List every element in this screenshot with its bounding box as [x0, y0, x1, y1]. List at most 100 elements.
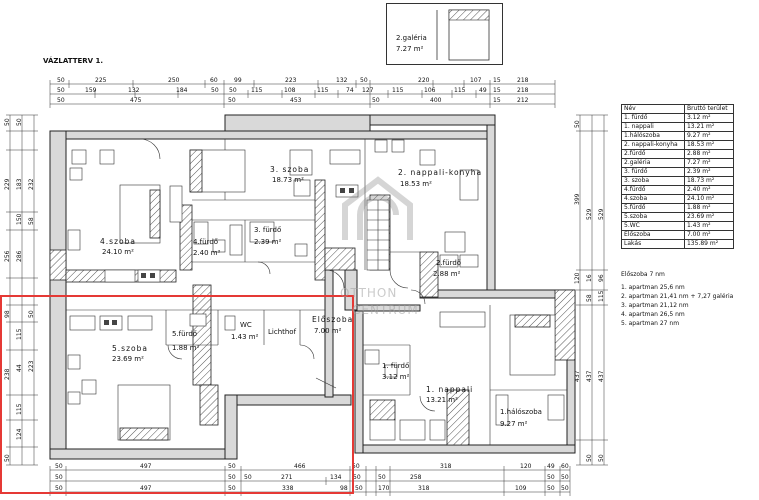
dim-label: 115 — [454, 87, 466, 94]
interior-partitions — [66, 139, 567, 445]
table-cell-area: 135.89 m² — [683, 239, 735, 249]
dim-label: 58 — [586, 294, 593, 302]
dim-label: 106 — [424, 87, 436, 94]
left-dimensions: 50 50 229 183 232 58 150 256 286 98 50 1… — [4, 114, 38, 466]
dim-label: 50 — [244, 474, 252, 481]
dim-label: 50 — [229, 87, 237, 94]
dim-label: 50 — [574, 120, 581, 128]
dim-label: 271 — [281, 474, 293, 481]
dim-label: 225 — [95, 77, 107, 84]
room-area-furdo2: 2.88 m² — [433, 270, 461, 278]
table-cell-name: 2. nappali-konyha — [621, 140, 685, 150]
dim-label: 50 — [57, 77, 65, 84]
notes-line: 5. apartman 27 nm — [621, 320, 680, 327]
table-cell-name: 3. fürdő — [621, 167, 685, 177]
dim-label: 115 — [392, 87, 404, 94]
dim-label: 15 — [493, 97, 501, 104]
galeria-name: 2.galéria — [396, 34, 427, 42]
dim-label: 50 — [586, 454, 593, 462]
dim-label: 124 — [16, 428, 23, 440]
dim-label: 50 — [57, 97, 65, 104]
dim-label: 50 — [57, 87, 65, 94]
dim-label: 15 — [493, 77, 501, 84]
table-cell-name: 2.fürdő — [621, 149, 685, 159]
dim-label: 50 — [360, 77, 368, 84]
table-cell-area: 9.27 m² — [683, 131, 735, 141]
dim-label: 96 — [598, 274, 605, 282]
dim-label: 183 — [16, 178, 23, 190]
dim-label: 60 — [210, 77, 218, 84]
staircase — [366, 199, 390, 271]
dim-label: 497 — [140, 463, 152, 470]
dim-label: 50 — [547, 474, 555, 481]
dim-label: 529 — [598, 208, 605, 220]
room-area-szoba3: 18.73 m² — [272, 176, 304, 184]
table-cell-area: 7.00 m² — [683, 230, 735, 240]
dim-label: 212 — [517, 97, 529, 104]
galeria-drawing — [436, 9, 490, 61]
dim-label: 50 — [561, 485, 569, 492]
dim-label: 49 — [547, 463, 555, 470]
room-name-eloszoba: Előszoba — [312, 315, 353, 324]
table-cell-name: 5.szoba — [621, 212, 685, 222]
watermark-text: CENTRUM — [352, 303, 419, 317]
dim-label: 16 — [586, 274, 593, 282]
table-cell-name: 5.fürdő — [621, 203, 685, 213]
bottom-dimensions: 50 497 50 466 50 318 120 49 60 50 50 50 … — [49, 463, 571, 496]
dim-label: 120 — [574, 272, 581, 284]
table-cell-name: 4.szoba — [621, 194, 685, 204]
dim-label: 50 — [211, 87, 219, 94]
dim-label: 50 — [353, 474, 361, 481]
highlight-selection — [0, 295, 354, 494]
dim-label: 50 — [228, 474, 236, 481]
table-cell-area: 1.88 m² — [683, 203, 735, 213]
dim-label: 232 — [28, 178, 35, 190]
dim-label: 218 — [517, 87, 529, 94]
room-name-wc: WC — [240, 321, 252, 329]
dim-label: 286 — [16, 250, 23, 262]
top-dimensions: 50 225 250 60 99 223 132 50 220 107 15 2… — [49, 77, 556, 108]
table-cell-name: 1.hálószoba — [621, 131, 685, 141]
table-cell-area: 13.21 m² — [683, 122, 735, 132]
dim-label: 159 — [85, 87, 97, 94]
room-labels: 3. szoba 18.73 m² 2. nappali-konyha 18.5… — [100, 165, 542, 428]
room-name-nappali-konyha2: 2. nappali-konyha — [398, 168, 482, 177]
dim-label: 453 — [290, 97, 302, 104]
dim-label: 50 — [228, 485, 236, 492]
notes-heading: Előszoba 7 nm — [621, 271, 665, 278]
dim-label: 15 — [493, 87, 501, 94]
dim-label: 115 — [16, 328, 23, 340]
table-cell-name: 5.WC — [621, 221, 685, 231]
table-header: Bruttó terület — [683, 104, 735, 114]
dim-label: 115 — [16, 403, 23, 415]
table-cell-area: 18.73 m² — [683, 176, 735, 186]
dim-label: 318 — [440, 463, 452, 470]
page-title: VÁZLATTERV 1. — [43, 57, 104, 65]
dim-label: 120 — [520, 463, 532, 470]
dim-label: 49 — [479, 87, 487, 94]
dim-label: 400 — [430, 97, 442, 104]
dim-label: 50 — [4, 454, 11, 462]
outer-walls — [49, 114, 576, 460]
dim-label: 58 — [28, 217, 35, 225]
dim-label: 98 — [4, 310, 11, 318]
room-name-szoba3: 3. szoba — [270, 165, 309, 174]
table-cell-area: 1.43 m² — [683, 221, 735, 231]
room-area-szoba5: 23.69 m² — [112, 355, 144, 363]
room-name-furdo4: 4.fürdő — [193, 237, 218, 246]
dim-label: 44 — [16, 364, 23, 372]
room-area-nappali1: 13.21 m² — [426, 396, 458, 404]
dim-label: 223 — [28, 360, 35, 372]
dim-label: 318 — [418, 485, 430, 492]
room-area-wc: 1.43 m² — [231, 333, 259, 341]
